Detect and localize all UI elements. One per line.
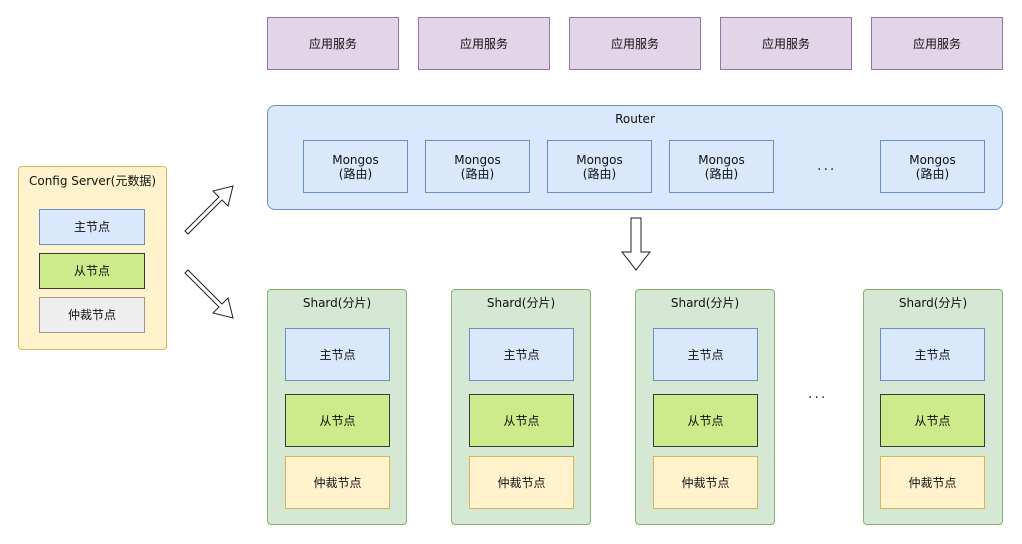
shard-2-secondary-node: 从节点 [469,394,574,447]
node-label: 仲裁节点 [67,308,116,322]
app-service-label: 应用服务 [610,36,659,51]
mongos-label: Mongos (路由) [909,152,956,181]
mongos-node-2: Mongos (路由) [425,140,530,193]
node-label: 主节点 [319,347,356,362]
mongos-label: Mongos (路由) [698,152,745,181]
config-primary-node: 主节点 [39,209,145,245]
node-label: 从节点 [687,413,724,428]
shard-title: Shard(分片) [898,296,968,310]
mongos-label: Mongos (路由) [576,152,623,181]
mongos-node-1: Mongos (路由) [303,140,408,193]
node-label: 仲裁节点 [497,475,546,490]
app-service-4: 应用服务 [720,17,852,70]
app-service-3: 应用服务 [569,17,701,70]
shard-3-arbiter-node: 仲裁节点 [653,456,758,509]
config-server-title: Config Server(元数据) [28,174,157,188]
config-arbiter-node: 仲裁节点 [39,297,145,333]
shard-3-primary-node: 主节点 [653,328,758,381]
shard-title: Shard(分片) [486,296,556,310]
app-service-label: 应用服务 [459,36,508,51]
node-label: 从节点 [73,264,110,278]
app-service-label: 应用服务 [761,36,810,51]
app-service-label: 应用服务 [912,36,961,51]
mongos-label: Mongos (路由) [332,152,379,181]
shard-1-primary-node: 主节点 [285,328,390,381]
shard-title: Shard(分片) [302,296,372,310]
shards-ellipsis: ... [808,386,828,402]
arrow-up-right-icon [184,185,234,235]
app-service-1: 应用服务 [267,17,399,70]
shard-4-arbiter-node: 仲裁节点 [880,456,985,509]
node-label: 主节点 [687,347,724,362]
app-service-2: 应用服务 [418,17,550,70]
arrow-down-right-icon [184,269,234,319]
node-label: 主节点 [73,220,110,234]
mongos-label: Mongos (路由) [454,152,501,181]
node-label: 仲裁节点 [681,475,730,490]
node-label: 从节点 [503,413,540,428]
mongos-node-3: Mongos (路由) [547,140,652,193]
mongos-node-4: Mongos (路由) [669,140,774,193]
shard-title: Shard(分片) [670,296,740,310]
node-label: 仲裁节点 [908,475,957,490]
router-ellipsis: ... [817,158,837,174]
shard-4-primary-node: 主节点 [880,328,985,381]
app-service-label: 应用服务 [308,36,357,51]
config-secondary-node: 从节点 [39,253,145,289]
node-label: 从节点 [319,413,356,428]
shard-1-secondary-node: 从节点 [285,394,390,447]
arrow-down-icon [620,217,652,271]
node-label: 仲裁节点 [313,475,362,490]
node-label: 主节点 [914,347,951,362]
mongos-node-5: Mongos (路由) [880,140,985,193]
node-label: 从节点 [914,413,951,428]
shard-1-arbiter-node: 仲裁节点 [285,456,390,509]
shard-2-primary-node: 主节点 [469,328,574,381]
shard-4-secondary-node: 从节点 [880,394,985,447]
shard-3-secondary-node: 从节点 [653,394,758,447]
shard-2-arbiter-node: 仲裁节点 [469,456,574,509]
node-label: 主节点 [503,347,540,362]
router-title: Router [615,112,655,126]
app-service-5: 应用服务 [871,17,1003,70]
